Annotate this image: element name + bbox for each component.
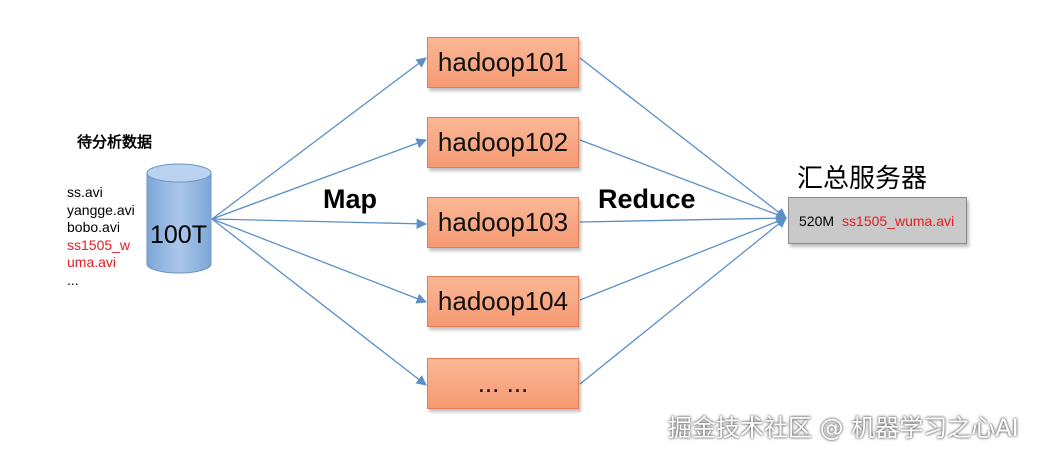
data-title: 待分析数据 bbox=[77, 133, 153, 151]
reduce-arrow-5 bbox=[579, 217, 787, 385]
reduce-arrows bbox=[579, 57, 788, 385]
map-label: Map bbox=[323, 184, 377, 214]
map-arrow-5 bbox=[211, 218, 427, 386]
file-item-highlight: ss1505_w bbox=[67, 236, 131, 253]
node-hadoop103: hadoop103 bbox=[427, 197, 579, 248]
watermark: 掘金技术社区 @ 机器学习之心AI bbox=[668, 414, 1019, 442]
database-label: 100T bbox=[150, 221, 207, 249]
map-arrow-3 bbox=[211, 218, 428, 229]
reduce-arrow-2 bbox=[579, 139, 787, 220]
file-item: bobo.avi bbox=[67, 219, 120, 235]
node-more: ... ... bbox=[427, 358, 579, 409]
map-arrow-2 bbox=[211, 138, 427, 220]
server-file: ss1505_wuma.avi bbox=[842, 212, 955, 229]
map-arrow-4 bbox=[211, 218, 427, 304]
database-cylinder bbox=[146, 163, 212, 274]
server-box: 520M ss1505_wuma.avi bbox=[788, 197, 967, 244]
server-title: 汇总服务器 bbox=[797, 164, 928, 194]
node-hadoop101: hadoop101 bbox=[427, 37, 579, 88]
reduce-arrow-3 bbox=[579, 212, 788, 224]
reduce-arrow-4 bbox=[579, 216, 787, 301]
file-item-ellipsis: ... bbox=[67, 271, 79, 288]
file-item-highlight: uma.avi bbox=[67, 254, 117, 270]
reduce-label: Reduce bbox=[598, 184, 696, 214]
node-hadoop104: hadoop104 bbox=[427, 276, 579, 327]
server-size: 520M bbox=[799, 212, 835, 229]
reduce-arrow-1 bbox=[579, 57, 787, 219]
node-hadoop102: hadoop102 bbox=[427, 117, 579, 168]
map-arrows bbox=[211, 57, 428, 386]
file-list: ss.avi yangge.avi bobo.avi ss1505_w uma.… bbox=[67, 184, 135, 289]
map-arrow-1 bbox=[211, 57, 427, 220]
file-item: yangge.avi bbox=[67, 201, 135, 218]
file-item: ss.avi bbox=[67, 184, 103, 200]
